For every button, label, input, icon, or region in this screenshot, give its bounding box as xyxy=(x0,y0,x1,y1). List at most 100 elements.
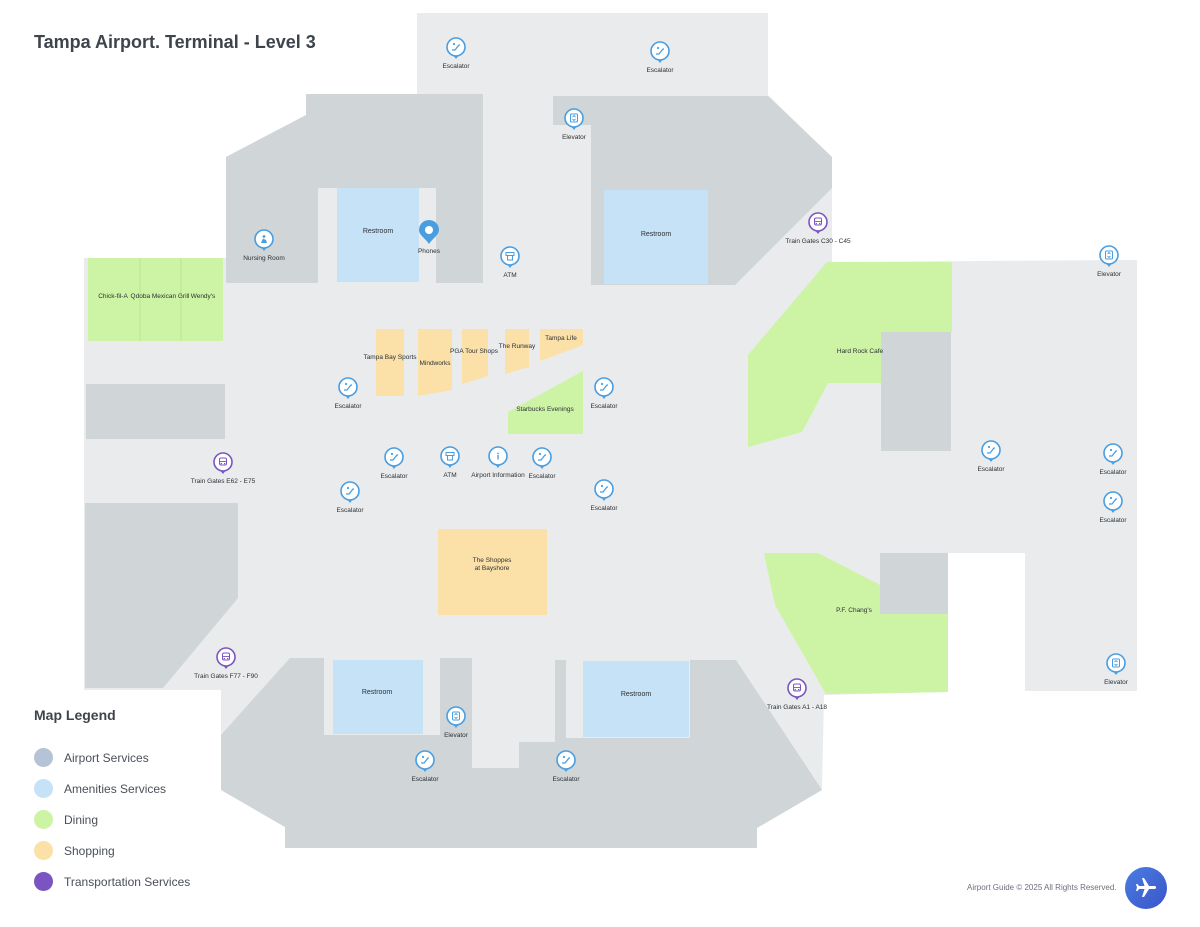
service-block-east-2 xyxy=(880,553,948,614)
escalator-icon xyxy=(656,46,664,55)
atm-icon xyxy=(505,252,515,261)
the-runway-area xyxy=(505,329,529,374)
train-icon xyxy=(222,652,230,661)
service-block-west-1 xyxy=(86,384,225,439)
escalator-icon xyxy=(600,382,608,391)
poi-label: Elevator xyxy=(1097,271,1122,278)
legend-swatch xyxy=(34,748,53,767)
poi-label: Escalator xyxy=(336,507,364,514)
room-label-tampa-bay-sports: Tampa Bay Sports xyxy=(363,354,417,361)
room-label-restroom: Restroom xyxy=(621,691,652,698)
train-icon xyxy=(793,683,801,692)
poi-label: Train Gates E62 - E75 xyxy=(191,478,256,485)
poi-marker[interactable]: Phones xyxy=(418,220,441,255)
poi-marker[interactable]: Escalator xyxy=(442,37,470,70)
poi-marker[interactable]: Escalator xyxy=(528,447,556,480)
dining-areas[interactable] xyxy=(88,258,952,694)
shopping-areas[interactable] xyxy=(376,329,583,615)
escalator-icon xyxy=(390,452,398,461)
poi-marker[interactable]: ATM xyxy=(500,246,520,279)
poi-marker[interactable]: Elevator xyxy=(444,706,469,739)
train-icon xyxy=(219,457,227,466)
dining-west xyxy=(88,258,223,341)
poi-label: Phones xyxy=(418,248,441,255)
room-label-pf-changs: P.F. Chang's xyxy=(836,607,873,614)
poi-marker[interactable]: Escalator xyxy=(334,377,362,410)
restroom-3 xyxy=(333,660,423,734)
escalator-icon xyxy=(1109,496,1117,505)
poi-label: Escalator xyxy=(442,63,470,70)
room-label-starbucks: Starbucks Evenings xyxy=(516,406,574,413)
legend-swatch xyxy=(34,810,53,829)
poi-marker[interactable]: Escalator xyxy=(336,481,364,514)
poi-marker[interactable]: Train Gates E62 - E75 xyxy=(191,452,256,485)
poi-label: Escalator xyxy=(334,403,362,410)
poi-marker[interactable]: Airport Information xyxy=(471,446,525,479)
poi-marker[interactable]: Train Gates A1 - A18 xyxy=(767,678,827,711)
atm-icon xyxy=(445,452,455,461)
poi-label: ATM xyxy=(443,472,456,479)
elevator-icon xyxy=(452,711,460,721)
room-label-wendys: Wendy's xyxy=(191,293,216,300)
poi-label: Escalator xyxy=(552,776,580,783)
legend-swatch xyxy=(34,779,53,798)
shoppes-bayshore-area xyxy=(438,529,547,615)
poi-marker[interactable]: Escalator xyxy=(590,479,618,512)
poi-marker[interactable]: Escalator xyxy=(380,447,408,480)
poi-marker[interactable]: Train Gates C30 - C45 xyxy=(785,212,851,245)
escalator-icon xyxy=(344,382,352,391)
poi-marker[interactable]: Escalator xyxy=(1099,443,1127,476)
legend-item-transportation-services[interactable]: Transportation Services xyxy=(34,872,190,891)
legend-label: Airport Services xyxy=(64,750,149,765)
room-label-restroom: Restroom xyxy=(363,228,394,235)
poi-marker[interactable]: Escalator xyxy=(590,377,618,410)
legend-label: Dining xyxy=(64,812,99,827)
poi-label: Escalator xyxy=(646,67,674,74)
legend-item-shopping[interactable]: Shopping xyxy=(34,841,190,860)
poi-label: Escalator xyxy=(977,466,1005,473)
amenity-rooms[interactable] xyxy=(333,188,708,737)
elevator-icon xyxy=(1112,658,1120,668)
poi-marker[interactable]: Escalator xyxy=(646,41,674,74)
room-label-qdoba: Qdoba Mexican Grill xyxy=(131,293,190,300)
airplane-icon xyxy=(1136,878,1156,897)
service-block-se xyxy=(519,660,822,828)
elevator-icon xyxy=(570,113,578,123)
poi-marker[interactable]: ATM xyxy=(440,446,460,479)
tampa-bay-sports-area xyxy=(376,329,404,396)
poi-marker[interactable]: Escalator xyxy=(1099,491,1127,524)
poi-label: Airport Information xyxy=(471,472,525,479)
poi-marker[interactable]: Nursing Room xyxy=(243,229,285,262)
poi-marker[interactable]: Escalator xyxy=(552,750,580,783)
poi-label: ATM xyxy=(503,272,516,279)
legend-item-dining[interactable]: Dining xyxy=(34,810,190,829)
poi-marker[interactable]: Train Gates F77 - F90 xyxy=(194,647,258,680)
room-label-shoppes-line2: at Bayshore xyxy=(475,565,510,572)
pga-tour-shops-area xyxy=(462,329,488,384)
room-label-mindworks: Mindworks xyxy=(419,360,451,367)
room-label-the-runway: The Runway xyxy=(499,343,536,350)
poi-marker[interactable]: Escalator xyxy=(411,750,439,783)
poi-marker[interactable]: Elevator xyxy=(1104,653,1129,686)
poi-marker[interactable]: Escalator xyxy=(977,440,1005,473)
poi-label: Escalator xyxy=(528,473,556,480)
legend-item-airport-services[interactable]: Airport Services xyxy=(34,748,190,767)
airport-guide-button[interactable] xyxy=(1125,867,1167,909)
legend-item-amenities-services[interactable]: Amenities Services xyxy=(34,779,190,798)
elevator-icon xyxy=(1105,250,1113,260)
legend-label: Amenities Services xyxy=(64,781,167,796)
mindworks-area xyxy=(418,329,452,396)
poi-label: Elevator xyxy=(1104,679,1129,686)
poi-marker[interactable]: Elevator xyxy=(1097,245,1122,278)
poi-label: Elevator xyxy=(562,134,587,141)
service-block-nw-stub xyxy=(226,268,318,283)
page-title: Tampa Airport. Terminal - Level 3 xyxy=(34,32,316,52)
poi-marker[interactable]: Elevator xyxy=(562,108,587,141)
room-label-tampa-life: Tampa Life xyxy=(545,335,577,342)
restroom-1 xyxy=(337,188,419,282)
poi-label: Escalator xyxy=(590,403,618,410)
poi-label: Escalator xyxy=(1099,517,1127,524)
room-label-shoppes-line1: The Shoppes xyxy=(473,557,512,564)
